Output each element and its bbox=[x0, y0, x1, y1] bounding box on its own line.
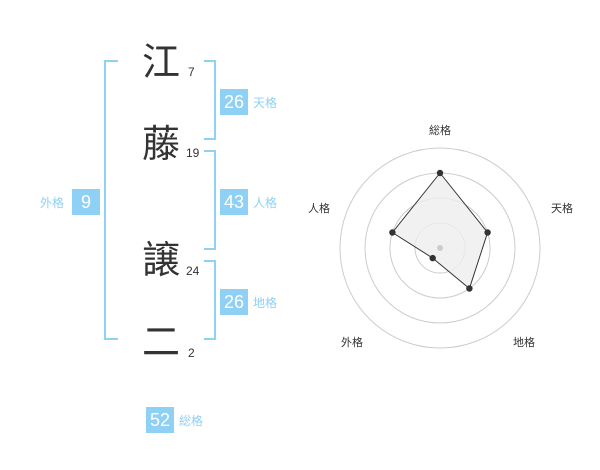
stroke-count-4: 2 bbox=[188, 346, 195, 360]
gaikaku-value: 9 bbox=[72, 189, 100, 215]
name-char-3: 譲 bbox=[141, 238, 180, 282]
jinkaku-label: 人格 bbox=[253, 196, 278, 210]
name-char-2: 藤 bbox=[141, 122, 180, 166]
name-char-1: 江 bbox=[141, 40, 180, 84]
radar-center-dot bbox=[437, 245, 443, 251]
axis-label-gaikaku: 外格 bbox=[341, 335, 363, 349]
chikaku-value: 26 bbox=[220, 289, 248, 315]
radar-ring-4 bbox=[339, 147, 541, 349]
radar-point-3 bbox=[466, 285, 473, 292]
soukaku-value: 52 bbox=[146, 407, 174, 433]
stroke-count-3: 24 bbox=[186, 264, 200, 278]
stroke-count-1: 7 bbox=[188, 65, 195, 79]
gaikaku-bracket bbox=[104, 60, 118, 340]
radar-point-2 bbox=[484, 229, 491, 236]
stroke-count-2: 19 bbox=[186, 146, 200, 160]
radar-point-5 bbox=[389, 229, 396, 236]
axis-label-jinkaku: 人格 bbox=[308, 201, 330, 215]
axis-label-chikaku: 地格 bbox=[513, 335, 535, 349]
gaikaku-label: 外格 bbox=[40, 196, 65, 210]
axis-label-tenkaku: 天格 bbox=[551, 201, 573, 215]
jinkaku-value: 43 bbox=[220, 189, 248, 215]
soukaku-label: 総格 bbox=[179, 414, 204, 428]
radar-point-1 bbox=[436, 169, 444, 177]
axis-label-soukaku: 総格 bbox=[429, 123, 451, 137]
radar-area bbox=[391, 172, 489, 290]
tenkaku-value: 26 bbox=[220, 89, 248, 115]
chikaku-bracket bbox=[204, 260, 216, 340]
name-char-4: 二 bbox=[141, 320, 180, 364]
radar-point-4 bbox=[429, 254, 436, 262]
radar-chart: 総格 天格 地格 外格 人格 bbox=[308, 123, 573, 349]
tenkaku-label: 天格 bbox=[253, 96, 278, 110]
chikaku-label: 地格 bbox=[253, 296, 278, 310]
tenkaku-bracket bbox=[204, 60, 216, 140]
jinkaku-bracket bbox=[204, 150, 216, 250]
